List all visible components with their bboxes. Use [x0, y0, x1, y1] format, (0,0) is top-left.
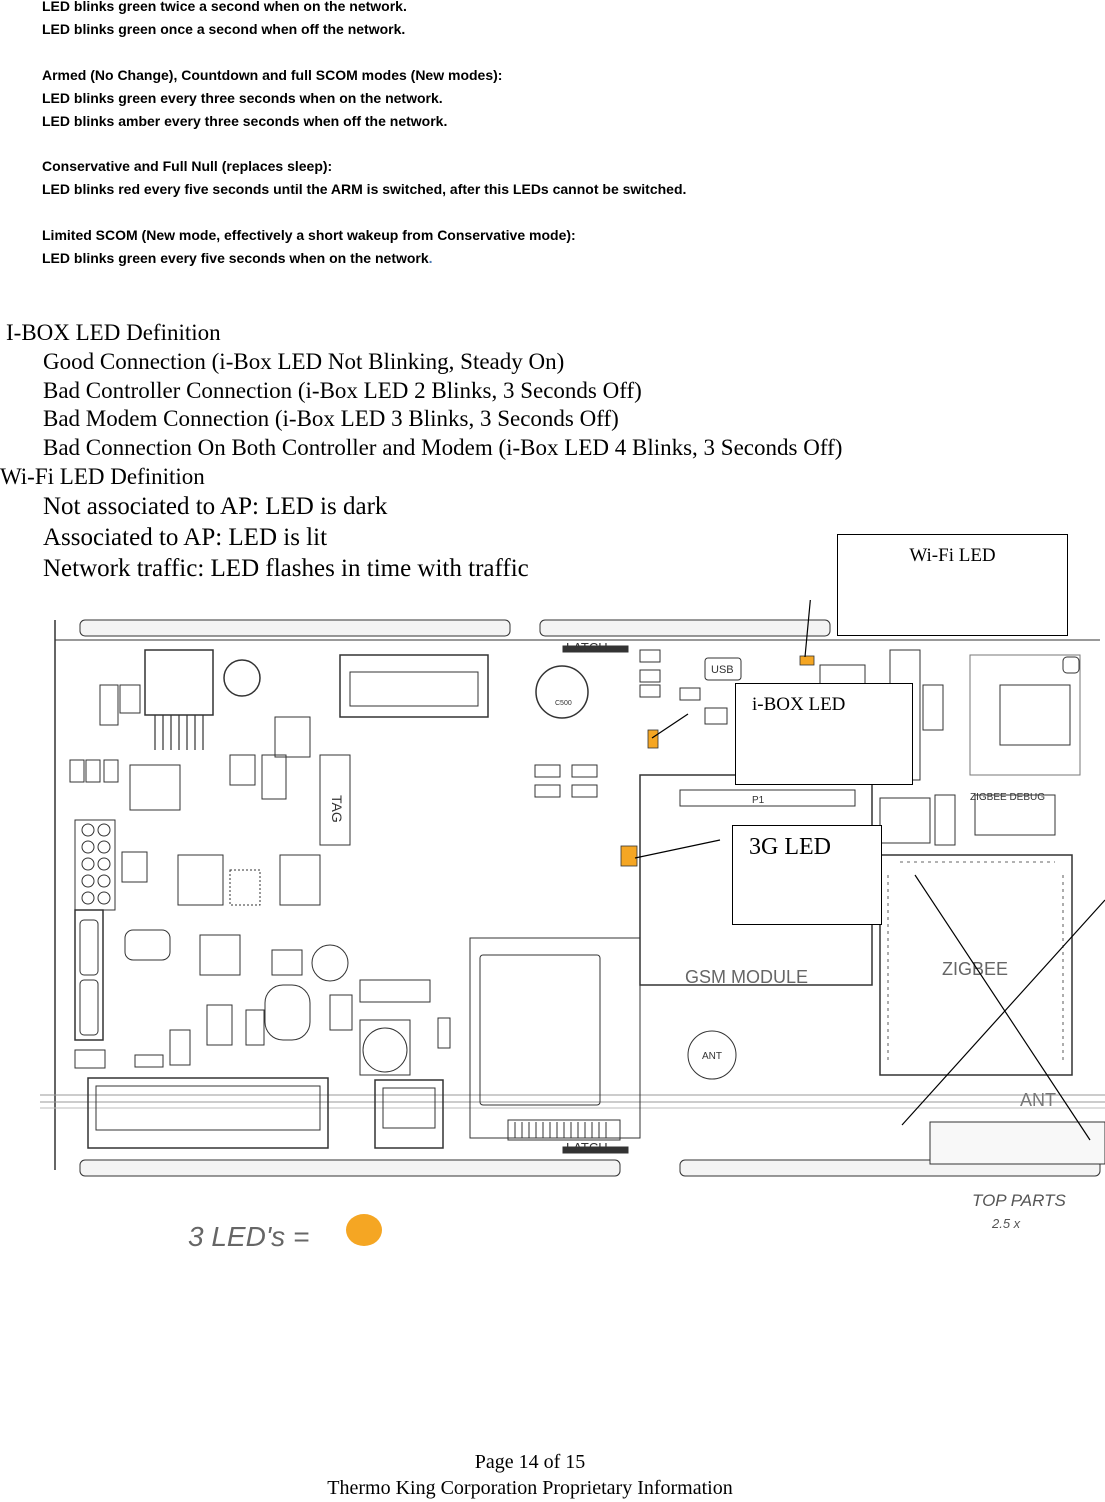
- latch-top-label: LATCH: [566, 640, 608, 655]
- ibox-item: Bad Controller Connection (i-Box LED 2 B…: [43, 378, 642, 403]
- ibox-item: Bad Connection On Both Controller and Mo…: [43, 435, 843, 460]
- zigbee-debug-label: ZIGBEE DEBUG: [970, 792, 1045, 803]
- c500-label: C500: [555, 700, 572, 707]
- wifi-item: Not associated to AP: LED is dark: [43, 493, 388, 520]
- zigbee-label: ZIGBEE: [942, 959, 1008, 979]
- wifi-heading: Wi-Fi LED Definition: [0, 464, 205, 489]
- ant-small-label: ANT: [702, 1051, 722, 1062]
- led-mode-line: LED blinks green twice a second when on …: [42, 0, 407, 14]
- wifi-led-marker: [799, 655, 815, 666]
- conservative-line: LED blinks red every five seconds until …: [42, 181, 687, 197]
- latch-bottom-label: LATCH: [566, 1140, 608, 1155]
- g3-led-marker: [620, 845, 638, 867]
- wifi-led-callout: Wi-Fi LED: [837, 534, 1068, 636]
- armed-line: LED blinks green every three seconds whe…: [42, 90, 443, 106]
- usb-label: USB: [711, 664, 734, 676]
- gsm-module-label: GSM MODULE: [685, 967, 808, 987]
- page-number: Page 14 of 15: [474, 1451, 586, 1473]
- armed-line: LED blinks amber every three seconds whe…: [42, 113, 448, 129]
- ant-big-label: ANT: [1020, 1090, 1056, 1110]
- top-parts-note: TOP PARTS: [972, 1191, 1067, 1210]
- leds-note: 3 LED's =: [188, 1221, 309, 1252]
- limited-line: LED blinks green every five seconds when…: [42, 250, 433, 266]
- pcb-drawing: LATCH LATCH USB GSM MODULE ZIGBEE ZIGBEE…: [40, 600, 1105, 1252]
- g3-led-callout-text: 3G LED: [749, 834, 831, 860]
- wifi-item: Associated to AP: LED is lit: [43, 524, 328, 551]
- g3-led-callout: 3G LED: [732, 825, 882, 925]
- limited-line-period: .: [428, 250, 433, 266]
- ibox-item: Bad Modem Connection (i-Box LED 3 Blinks…: [43, 406, 619, 431]
- led-mode-line: LED blinks green once a second when off …: [42, 21, 406, 37]
- proprietary-notice: Thermo King Corporation Proprietary Info…: [327, 1477, 733, 1499]
- ibox-item: Good Connection (i-Box LED Not Blinking,…: [43, 349, 565, 374]
- led-swatch: [346, 1214, 382, 1246]
- limited-line-text: LED blinks green every five seconds when…: [42, 250, 429, 266]
- tag-label: TAG: [329, 795, 345, 823]
- ibox-led-callout-text: i-BOX LED: [752, 694, 846, 715]
- ibox-led-callout: i-BOX LED: [735, 683, 913, 785]
- ibox-led-marker: [647, 729, 659, 749]
- ibox-heading: I-BOX LED Definition: [6, 320, 221, 345]
- p1-label: P1: [752, 795, 765, 806]
- armed-heading: Armed (No Change), Countdown and full SC…: [42, 67, 503, 83]
- wifi-led-callout-text: Wi-Fi LED: [909, 545, 996, 566]
- conservative-heading: Conservative and Full Null (replaces sle…: [42, 158, 333, 174]
- limited-heading: Limited SCOM (New mode, effectively a sh…: [42, 227, 576, 243]
- scale-note: 2.5 x: [991, 1216, 1021, 1231]
- wifi-item: Network traffic: LED flashes in time wit…: [43, 555, 529, 582]
